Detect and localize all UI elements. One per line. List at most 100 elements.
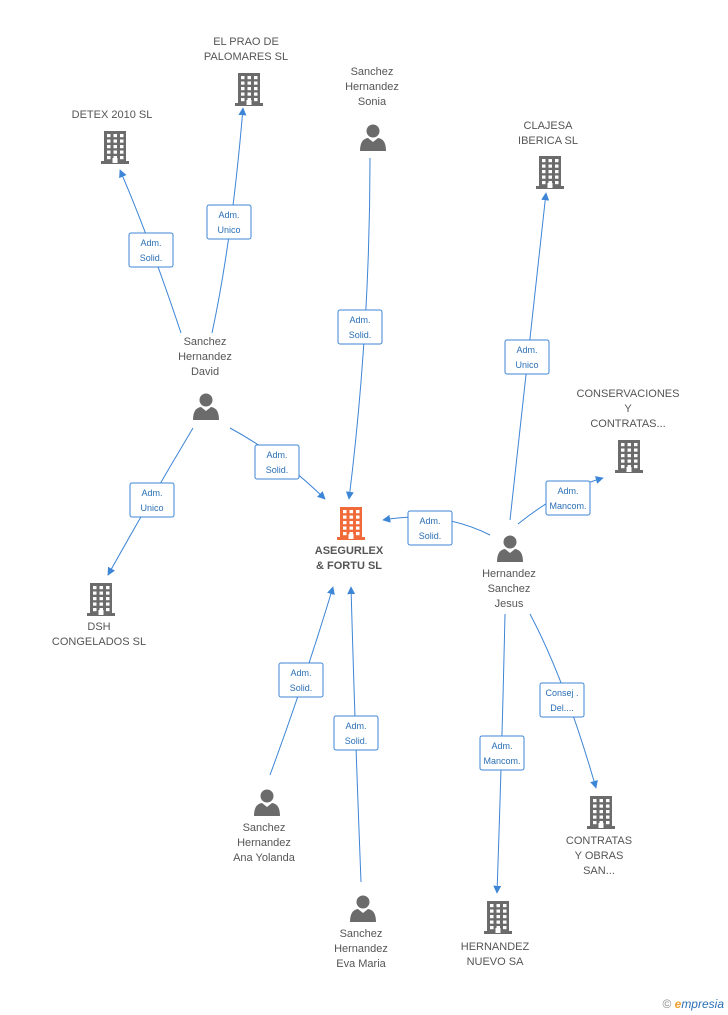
role-label[interactable]: Adm. Solid.: [128, 232, 174, 268]
nodes-layer: ASEGURLEX& FORTU SL EL PRAO DE PALOMARES S…: [52, 36, 680, 970]
role-label[interactable]: Adm.Solid.: [333, 715, 379, 751]
building-icon: [101, 131, 129, 164]
brand-logo-e: e: [674, 997, 682, 1011]
node-label: SAN...: [583, 865, 615, 877]
edge-jesus-clajesa: Adm.Unico: [504, 192, 550, 521]
role-label-text: Adm.: [491, 741, 512, 751]
edge-david-dsh: Adm. Unico: [107, 427, 194, 576]
node-label: CONTRATAS: [566, 835, 632, 847]
role-label-box[interactable]: [407, 510, 453, 546]
person-icon: [193, 393, 219, 420]
role-label[interactable]: Adm.Mancom.: [545, 480, 591, 516]
role-label[interactable]: Adm.Solid.: [337, 309, 383, 345]
node-label: NUEVO SA: [467, 956, 525, 968]
role-label-box[interactable]: [278, 662, 324, 698]
role-label-box[interactable]: [337, 309, 383, 345]
brand-logo-text: mpresia: [681, 997, 724, 1011]
node-label: DSH: [87, 621, 110, 633]
edge-jesus-asegurlex: Adm.Solid.: [382, 510, 491, 546]
building-icon: [235, 73, 263, 106]
role-label-box[interactable]: [545, 480, 591, 516]
node-label: Jesus: [495, 598, 524, 610]
role-label-box[interactable]: [128, 232, 174, 268]
role-label[interactable]: Adm.Solid.: [407, 510, 453, 546]
role-label-text: Del....: [550, 703, 574, 713]
role-label-text: Consej .: [545, 688, 578, 698]
node-label: Y: [624, 403, 632, 415]
role-label-box[interactable]: [129, 482, 175, 518]
role-label-text: Adm.: [290, 668, 311, 678]
role-label-box[interactable]: [333, 715, 379, 751]
building-icon: [615, 440, 643, 473]
edge-jesus-hernandez_nuevo: Adm. Mancom.: [479, 613, 525, 894]
edge-sonia-asegurlex: Adm.Solid.: [337, 157, 383, 500]
node-label: Ana Yolanda: [233, 852, 296, 864]
watermark: © empresia: [662, 997, 724, 1011]
role-label[interactable]: Adm.Unico: [504, 339, 550, 375]
node-contratas[interactable]: CONTRATAS Y OBRAS SAN...: [566, 796, 632, 877]
edge-david-asegurlex: Adm. Solid.: [229, 427, 326, 500]
role-label[interactable]: Adm. Solid.: [254, 444, 300, 480]
edges-layer: Adm.Solid.Adm.UnicoAdm.Solid.Adm.UnicoAd…: [107, 107, 604, 894]
building-icon: [484, 901, 512, 934]
role-label-box[interactable]: [206, 204, 252, 240]
node-prao[interactable]: EL PRAO DE PALOMARES SL: [204, 36, 288, 106]
building-icon: [536, 156, 564, 189]
node-hernandez_nuevo[interactable]: HERNANDEZ NUEVO SA: [461, 901, 530, 968]
role-label-text: Adm.: [557, 486, 578, 496]
node-conservaciones[interactable]: CONSERVACIONES Y CONTRATAS...: [577, 388, 680, 473]
node-label: David: [191, 366, 219, 378]
node-label: PALOMARES SL: [204, 51, 288, 63]
role-label-text: Adm.: [266, 450, 287, 460]
role-label-text: Adm.: [218, 210, 239, 220]
node-label: & FORTU SL: [316, 560, 382, 572]
node-label: CONSERVACIONES: [577, 388, 680, 400]
role-label-text: Adm.: [419, 516, 440, 526]
role-label-text: Unico: [217, 225, 240, 235]
person-icon: [360, 124, 386, 151]
node-asegurlex[interactable]: ASEGURLEX& FORTU SL: [315, 507, 384, 572]
role-label-text: Adm.: [516, 345, 537, 355]
role-label-text: Solid.: [266, 465, 289, 475]
node-label: Hernandez: [178, 351, 232, 363]
node-label: Hernandez: [482, 568, 536, 580]
role-label-text: Solid.: [345, 736, 368, 746]
node-label: IBERICA SL: [518, 135, 578, 147]
node-label: DETEX 2010 SL: [72, 109, 153, 121]
role-label-box[interactable]: [254, 444, 300, 480]
role-label-text: Unico: [140, 503, 163, 513]
role-label[interactable]: Adm. Unico: [129, 482, 175, 518]
role-label-text: Adm.: [140, 238, 161, 248]
node-label: HERNANDEZ: [461, 941, 530, 953]
node-label: Eva Maria: [336, 958, 386, 970]
building-icon: [87, 583, 115, 616]
role-label-text: Solid.: [140, 253, 163, 263]
role-label[interactable]: Adm.Solid.: [278, 662, 324, 698]
role-label[interactable]: Adm. Unico: [206, 204, 252, 240]
role-label-text: Adm.: [141, 488, 162, 498]
edge-jesus-conservaciones: Adm.Mancom.: [517, 476, 604, 525]
node-label: Sonia: [358, 96, 387, 108]
role-label-box[interactable]: [539, 682, 585, 718]
role-label-box[interactable]: [479, 735, 525, 771]
role-label[interactable]: Consej . Del....: [539, 682, 585, 718]
node-label: Sanchez: [340, 928, 383, 940]
node-label: Sanchez: [488, 583, 531, 595]
role-label-box[interactable]: [504, 339, 550, 375]
node-detex[interactable]: DETEX 2010 SL: [72, 109, 153, 164]
role-label-text: Mancom.: [483, 756, 520, 766]
node-label: Y OBRAS: [575, 850, 624, 862]
node-label: Hernandez: [237, 837, 291, 849]
role-label[interactable]: Adm. Mancom.: [479, 735, 525, 771]
person-icon: [254, 789, 280, 816]
node-label: EL PRAO DE: [213, 36, 279, 48]
node-label: CONTRATAS...: [590, 418, 665, 430]
